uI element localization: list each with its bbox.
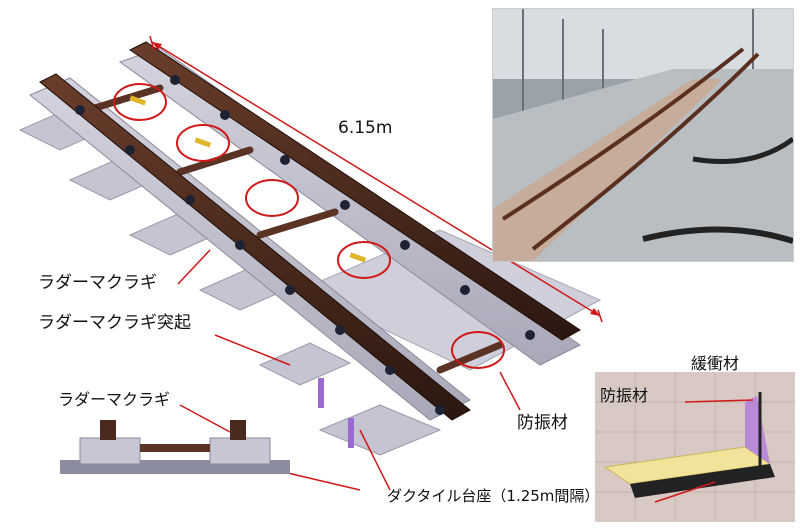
length-dimension: [149, 35, 603, 323]
rail-fasteners: [75, 75, 535, 415]
damping-accents: [318, 378, 354, 448]
ladder-sleeper-label: ラダーマクラギ: [38, 273, 157, 293]
ductile-base-label: ダクタイル台座（1.25m間隔）: [387, 487, 600, 505]
cross-ties: [91, 84, 504, 374]
protrusion-pads: [129, 95, 367, 263]
left-rail: [39, 73, 471, 421]
anti-vibration-label: 防振材: [517, 413, 568, 433]
ladder-sleeper-section-label: ラダーマクラギ: [58, 390, 171, 409]
damping-material-detail: [595, 372, 795, 522]
length-label: 6.15m: [338, 118, 393, 138]
cushioning-label: 緩衝材: [691, 354, 740, 373]
right-rail: [129, 41, 581, 341]
anti-vibration-detail-label: 防振材: [600, 386, 649, 405]
cross-section-detail: [60, 410, 290, 480]
annotation-circles: [113, 83, 505, 369]
track-photo: [492, 8, 794, 262]
ladder-sleeper-protrusion-label: ラダーマクラギ突起: [38, 313, 191, 333]
